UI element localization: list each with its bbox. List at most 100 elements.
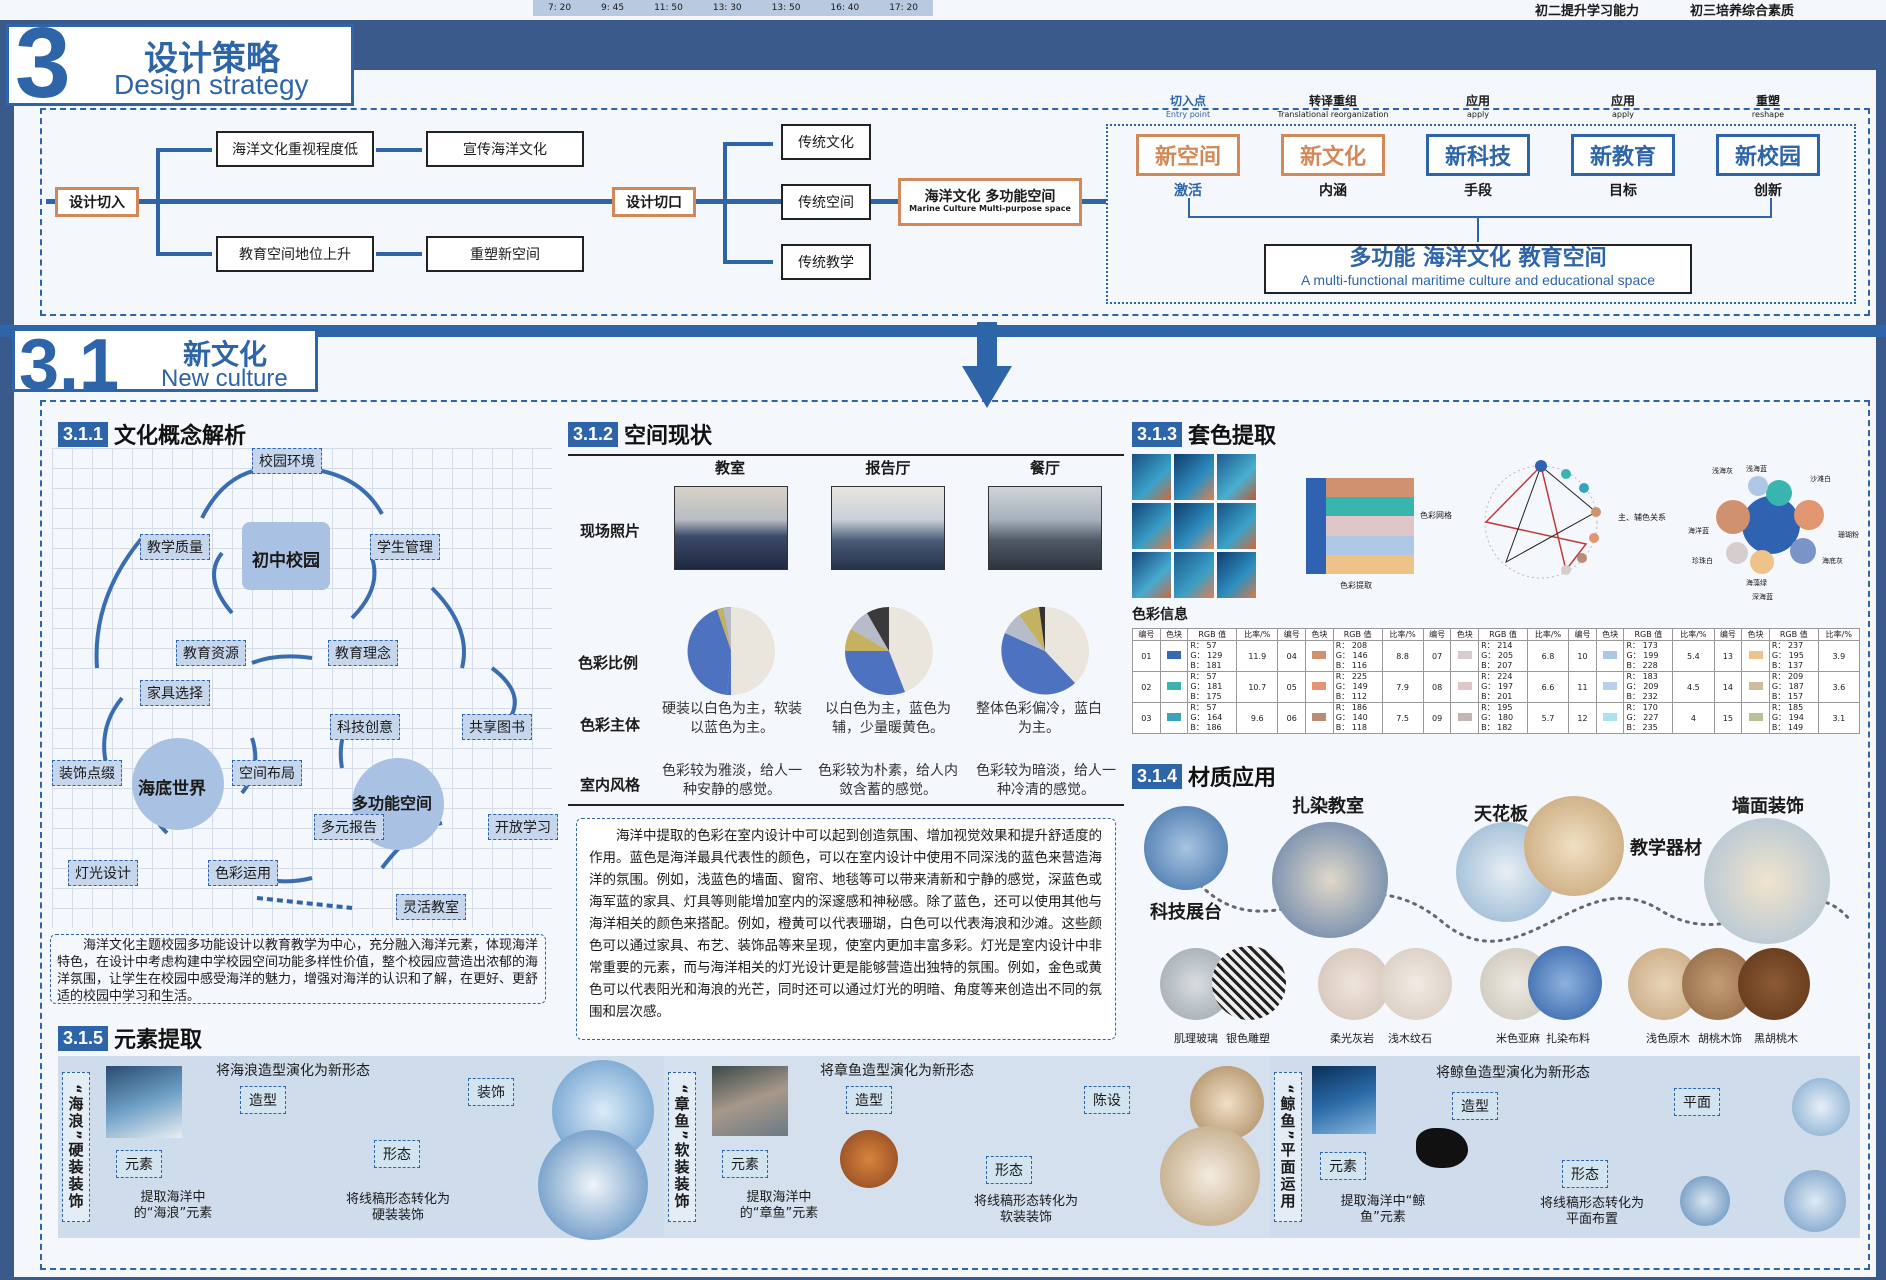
whale-figure [1416, 1128, 1468, 1168]
swatch-lbl-8: 黑胡桃木 [1754, 1032, 1798, 1045]
center3-label: 多功能空间 [352, 794, 433, 813]
color-id: 10 [1568, 640, 1597, 672]
grid-teal [1326, 497, 1414, 517]
thumb-9 [1216, 552, 1256, 598]
bubble-lbl-8: 海洋蓝 [1688, 527, 1709, 535]
color-table-header: 比率/% [1817, 628, 1861, 641]
elem-wave-form: 造型 [240, 1086, 286, 1114]
classroom-photo [674, 486, 788, 570]
color-id: 03 [1132, 702, 1161, 734]
subject-canteen: 整体色彩偏冷，蓝白为主。 [976, 701, 1102, 736]
color-rgb-value: B： 157 [1771, 692, 1804, 701]
step1-box: 新空间 [1136, 134, 1240, 176]
node-7: 共享图书 [462, 714, 532, 740]
step1-en: Entry point [1165, 110, 1211, 119]
lbl-color-extract: 色彩提取 [1340, 581, 1372, 590]
elem-whale-use: 平面 [1674, 1088, 1720, 1116]
color-table-header: RGB 值 [1187, 628, 1238, 641]
step3-cn: 应用 [1465, 94, 1490, 108]
color-table-header: 比率/% [1672, 628, 1715, 641]
color-rgb-value: G： 205 [1481, 651, 1514, 660]
color-rgb-value: R： 225 [1335, 672, 1368, 681]
color-rgb-value: B： 175 [1190, 692, 1222, 701]
top-right-b: 初三培养综合素质 [1690, 4, 1795, 19]
step3-box: 新科技 [1426, 134, 1530, 176]
swatch-3 [1380, 948, 1452, 1020]
step5-cn: 重塑 [1755, 94, 1780, 108]
octopus-render-2 [1160, 1126, 1260, 1226]
whale-render-3 [1784, 1170, 1846, 1232]
color-rgb-value: B： 201 [1481, 692, 1513, 701]
color-ratio: 6.8 [1526, 640, 1570, 672]
color-chip [1457, 713, 1472, 721]
step2-box: 新文化 [1281, 134, 1385, 176]
step3-sub: 手段 [1464, 183, 1492, 199]
bubble-lbl-1: 深海蓝 [1752, 593, 1773, 601]
s311-title: 文化概念解析 [114, 424, 247, 449]
color-table-header: RGB 值 [1332, 628, 1383, 641]
node-13: 色彩运用 [208, 860, 278, 886]
elem-octopus-b1: 提取海洋中的“章鱼”元素 [739, 1190, 819, 1221]
section31-en: New culture [161, 365, 288, 392]
thumb-6 [1216, 503, 1256, 549]
s312-title: 空间现状 [624, 424, 713, 449]
color-chip [1457, 651, 1472, 659]
step2-cn: 转译重组 [1308, 94, 1357, 108]
color-rgb-value: R： 57 [1190, 641, 1217, 650]
color-chip [1748, 651, 1763, 659]
node-14: 灵活教室 [396, 894, 466, 920]
mat-photo-tiedye [1272, 822, 1388, 938]
color-rgb-value: G： 197 [1481, 682, 1514, 691]
elem-whale-elem: 元素 [1320, 1152, 1366, 1180]
node-11: 开放学习 [488, 814, 558, 840]
color-table-header: 比率/% [1236, 628, 1279, 641]
color-rgb-value: G： 227 [1626, 713, 1659, 722]
s315-title: 元素提取 [114, 1028, 203, 1053]
color-rgb-value: B： 137 [1771, 661, 1804, 670]
elem-whale-shape: 形态 [1562, 1160, 1608, 1188]
s313-num: 3.1.3 [1132, 421, 1183, 447]
section3-num: 3 [15, 7, 71, 119]
section3-en: Design strategy [114, 69, 309, 100]
swatch-lbl-1: 银色雕塑 [1226, 1032, 1270, 1045]
color-rgb-value: R： 237 [1771, 641, 1804, 650]
elem-whale-b2: 将线稿形态转化为平面布置 [1540, 1196, 1645, 1227]
flow-end-en: Marine Culture Multi-purpose space [909, 204, 1071, 214]
time-6: 17: 20 [889, 3, 919, 13]
color-wheel [1484, 460, 1601, 579]
color-chip [1457, 682, 1472, 690]
color-rgb-value: R： 170 [1626, 703, 1658, 712]
color-swatch [1741, 640, 1770, 672]
thumb-1 [1132, 454, 1172, 500]
color-chip [1167, 682, 1181, 690]
flow-end-box: 海洋文化 多功能空间 Marine Culture Multi-purpose … [898, 178, 1082, 226]
bubble-yellow [1750, 550, 1774, 574]
color-chip [1167, 713, 1181, 721]
octopus-photo [712, 1066, 788, 1136]
color-rgb-value: G： 181 [1190, 682, 1223, 691]
col-hall: 报告厅 [865, 459, 911, 477]
color-rgb-value: R： 208 [1335, 641, 1368, 650]
node-3: 教育资源 [176, 640, 246, 666]
grid-yellow [1326, 554, 1414, 575]
section31-title: 3.1 新文化 New culture [12, 328, 318, 401]
style-canteen: 色彩较为暗淡，给人一种冷清的感觉。 [976, 763, 1116, 798]
s313-header: 3.1.3 套色提取 [1132, 418, 1276, 450]
color-ratio: 9.6 [1236, 702, 1279, 734]
color-table-header: 比率/% [1381, 628, 1424, 641]
color-chip [1603, 682, 1618, 690]
color-grid [1306, 478, 1414, 575]
color-rgb-value: B： 116 [1335, 661, 1368, 670]
color-rgb-value: R： 57 [1190, 703, 1217, 712]
elem-wave-b2: 将线稿形态转化为硬装装饰 [346, 1192, 451, 1223]
top-strip [0, 0, 1886, 20]
color-rgb-value: G： 164 [1190, 713, 1223, 722]
color-rgb-value: R： 183 [1626, 672, 1658, 681]
flow-down1-box: 教育空间地位上升 [216, 236, 374, 272]
